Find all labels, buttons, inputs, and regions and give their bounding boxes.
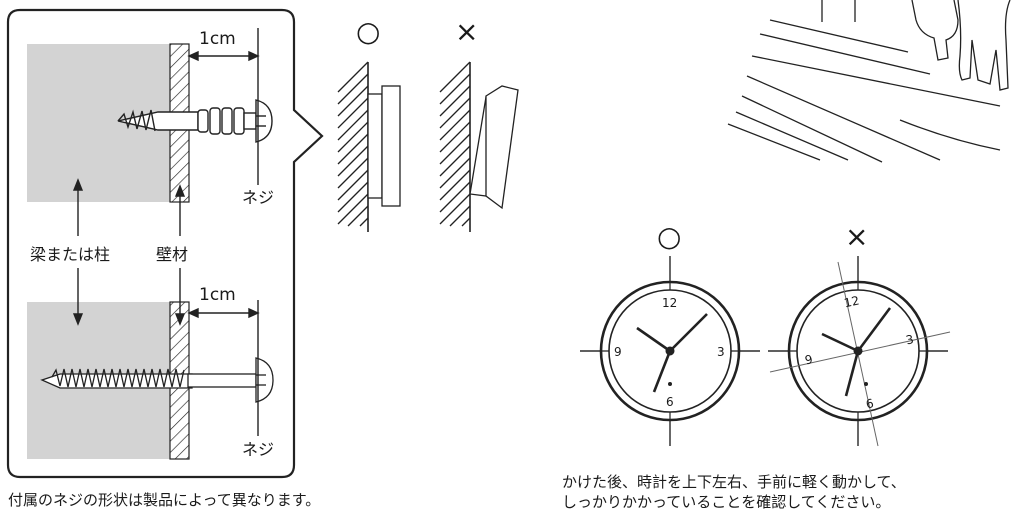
clock-good-num-12: 12 xyxy=(662,296,677,310)
clock-good xyxy=(580,256,760,446)
screw-note: 付属のネジの形状は製品によって異なります。 xyxy=(8,491,321,509)
clock-bad-num-3: 3 xyxy=(905,332,915,347)
clock-bad-num-9: 9 xyxy=(804,352,814,367)
long-screw xyxy=(40,357,274,403)
wall-label: 壁材 xyxy=(156,245,188,264)
check-instruction-line1: かけた後、時計を上下左右、手前に軽く動かして、 xyxy=(562,473,906,491)
dimension-marker-bottom xyxy=(187,300,260,436)
clock-good-num-9: 9 xyxy=(614,345,622,359)
clock-good-num-3: 3 xyxy=(717,345,725,359)
gap-label-top: 1cm xyxy=(199,29,236,49)
clock-bad-num-12: 12 xyxy=(843,293,861,310)
gap-label-bottom: 1cm xyxy=(199,285,236,305)
clock-bad-num-6: 6 xyxy=(865,396,875,411)
screw-with-anchor xyxy=(117,99,273,143)
bad-mount-mark: × xyxy=(455,15,478,48)
room-sketch xyxy=(727,0,1011,163)
good-mount-mark: ○ xyxy=(356,15,380,48)
clock-bad xyxy=(768,256,951,447)
good-mount-diagram xyxy=(337,61,401,232)
screw-label-top: ネジ xyxy=(242,188,274,207)
clock-good-mark: ○ xyxy=(657,220,681,253)
check-instruction-line2: しっかりかかっていることを確認してください。 xyxy=(562,493,891,511)
clock-good-num-6: 6 xyxy=(666,395,674,409)
beam-label: 梁または柱 xyxy=(30,245,110,264)
dimension-marker-top xyxy=(187,28,260,185)
label-pointers xyxy=(72,178,186,326)
clock-bad-mark: × xyxy=(845,220,868,253)
bad-mount-diagram xyxy=(439,61,519,232)
screw-label-bottom: ネジ xyxy=(242,440,274,459)
